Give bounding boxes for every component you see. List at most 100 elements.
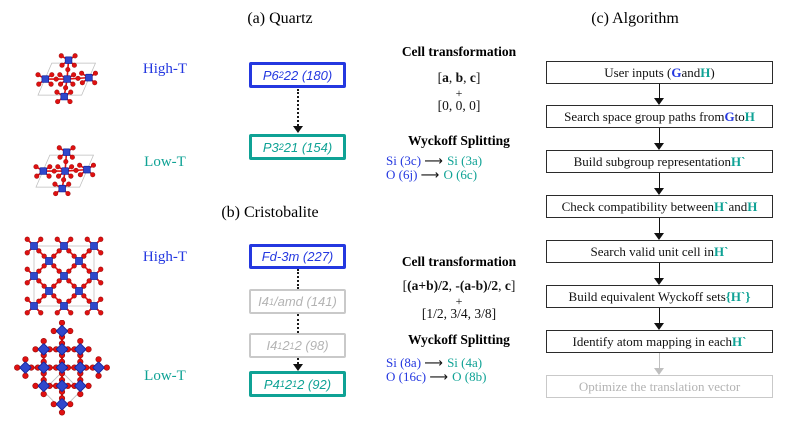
plus-sign-b: + — [455, 294, 463, 308]
arrow-line — [297, 269, 299, 289]
flow-arrow-6 — [653, 308, 665, 330]
text-segment: P3 — [262, 139, 279, 155]
text-segment: c — [469, 70, 476, 85]
arrow-line — [658, 173, 660, 188]
text-segment: 1 — [277, 340, 283, 351]
text-segment: (a+b)/2 — [407, 278, 449, 293]
arrow-line — [658, 128, 660, 143]
algorithm-step-6: Build equivalent Wyckoff sets {H`} — [546, 285, 773, 308]
plus-sign-a: + — [455, 86, 463, 100]
wyckoff-row-o-a: O (6j) ⟶ O (6c) — [386, 167, 477, 183]
algorithm-step-1: User inputs (G and H) — [546, 61, 773, 84]
text-segment: Search valid unit cell in — [590, 243, 714, 259]
cell-matrix-a: [a, b, c] — [385, 70, 533, 86]
text-segment: -(a-b)/2 — [455, 278, 499, 293]
text-segment: , — [448, 70, 456, 85]
arrow-head-icon — [293, 126, 303, 133]
text-segment: O (6c) — [443, 167, 478, 182]
panel-b-title: (b) Cristobalite — [221, 204, 319, 221]
text-segment: O (8b) — [452, 369, 487, 384]
panel-a-title: (a) Quartz — [247, 10, 313, 27]
silicon-atoms-group — [39, 148, 91, 193]
text-segment: P6 — [262, 67, 279, 83]
text-segment: /amd (141) — [273, 294, 337, 309]
cell-transformation-heading-a: Cell transformation — [401, 44, 517, 59]
wyckoff-splitting-heading-a: Wyckoff Splitting — [408, 133, 510, 148]
transition-arrow-cristobalite-3 — [292, 358, 304, 371]
text-segment: a — [442, 70, 449, 85]
text-segment: to — [734, 108, 745, 124]
transition-arrow-cristobalite-1 — [292, 269, 304, 289]
text-segment: 2 (98) — [294, 338, 329, 353]
text-segment: G — [724, 108, 735, 124]
flow-arrow-5 — [653, 263, 665, 285]
text-segment: [ — [437, 70, 443, 85]
arrow-line — [658, 308, 660, 323]
label-low-t-quartz: Low-T — [144, 154, 186, 170]
silicon-atoms-group — [30, 242, 98, 310]
text-segment: and — [681, 64, 701, 80]
text-segment: Check compatibility between — [561, 198, 714, 214]
crystal-structure-quartz-low-t — [33, 145, 96, 197]
text-segment: ⟶ — [429, 370, 453, 385]
wyckoff-row-o-b: O (16c) ⟶ O (8b) — [386, 369, 486, 385]
wyckoff-row-si-a: Si (3c) ⟶ Si (3a) — [386, 153, 482, 169]
text-segment: and — [728, 198, 748, 214]
text-segment: {H`} — [725, 288, 751, 304]
text-segment: Build equivalent Wyckoff sets — [568, 288, 726, 304]
cell-transformation-heading-b: Cell transformation — [401, 254, 517, 269]
text-segment: 2 — [282, 338, 290, 353]
flow-arrow-4 — [653, 218, 665, 240]
text-segment: [ — [402, 278, 408, 293]
text-segment: Build subgroup representation — [573, 153, 731, 169]
text-segment: Optimize the translation vector — [578, 378, 741, 394]
text-segment: Search space group paths from — [564, 108, 725, 124]
algorithm-step-7: Identify atom mapping in each H` — [546, 330, 773, 353]
text-segment: 1 — [279, 379, 285, 389]
arrow-head-icon — [293, 364, 303, 371]
arrow-line — [658, 84, 660, 98]
oxygen-atoms-group — [33, 145, 96, 197]
label-high-t-cristobalite: High-T — [142, 249, 188, 265]
arrow-head-icon — [654, 368, 664, 375]
panel-c-title: (c) Algorithm — [591, 10, 679, 27]
arrow-head-icon — [654, 143, 664, 150]
cell-matrix-b: [(a+b)/2, -(a-b)/2, c] — [385, 278, 533, 294]
transition-arrow-cristobalite-2 — [292, 314, 304, 333]
text-segment: 21 (154) — [283, 139, 333, 155]
text-segment: 2 — [278, 142, 284, 152]
text-segment: H` — [730, 153, 746, 169]
arrow-head-icon — [654, 278, 664, 285]
text-segment: H — [700, 64, 711, 80]
text-segment: User inputs ( — [604, 64, 672, 80]
text-segment: Si (8a) — [386, 355, 425, 370]
label-low-t-cristobalite: Low-T — [144, 368, 186, 384]
algorithm-step-4: Check compatibility between H` and H — [546, 195, 773, 218]
text-segment: Si (4a) — [447, 355, 483, 370]
arrow-head-icon — [654, 233, 664, 240]
algorithm-step-5: Search valid unit cell in H` — [546, 240, 773, 263]
silicon-atoms-group — [19, 325, 105, 411]
transition-arrow-quartz — [292, 89, 304, 133]
text-segment: , — [463, 70, 470, 85]
text-segment: H` — [732, 333, 747, 349]
text-segment: 2 — [278, 70, 284, 80]
algorithm-step-3: Build subgroup representation H` — [546, 150, 773, 173]
text-segment: ⟶ — [420, 168, 444, 183]
text-segment: ] — [475, 70, 481, 85]
text-segment: 1 — [292, 379, 298, 389]
algorithm-step-2: Search space group paths from G to H — [546, 105, 773, 128]
text-segment: O (6j) — [386, 167, 421, 182]
text-segment: H` — [714, 243, 729, 259]
spacegroup-box-fd3m: Fd-3m (227) — [249, 244, 346, 269]
text-segment: H — [747, 198, 758, 214]
arrow-line — [658, 353, 660, 368]
text-segment: 1 — [289, 340, 295, 351]
arrow-head-icon — [654, 98, 664, 105]
arrow-line — [297, 314, 299, 333]
arrow-head-icon — [654, 188, 664, 195]
